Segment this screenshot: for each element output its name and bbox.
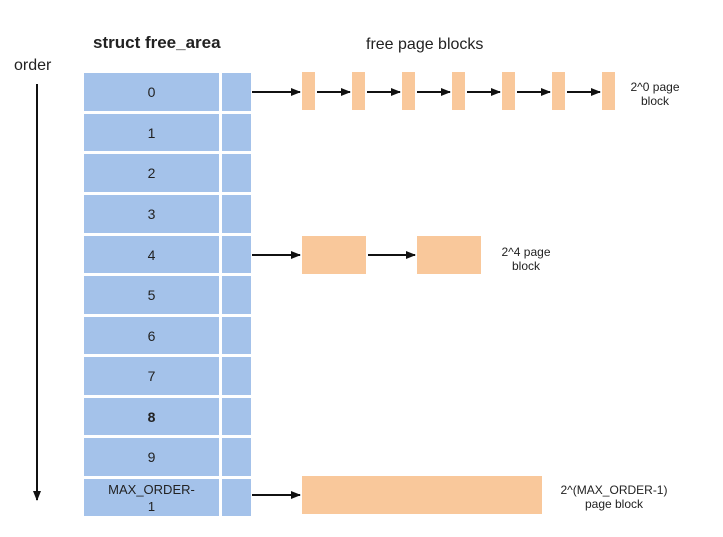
order4-note-line2: block: [511, 259, 540, 273]
list-head-cell-4: [222, 236, 251, 273]
order4-block-note: 2^4 page block: [490, 245, 562, 273]
list-head-cell-max: [222, 479, 251, 516]
order-cell-max-line1: MAX_ORDER-: [108, 481, 195, 497]
list-head-cell-5: [222, 276, 251, 314]
free-area-title: struct free_area: [93, 33, 221, 52]
list-head-cell-3: [222, 195, 251, 233]
order-cell-max-line2: 1: [147, 498, 156, 514]
page-block-order4-2: [417, 236, 481, 274]
list-head-cell-6: [222, 317, 251, 354]
list-head-cell-0: [222, 73, 251, 111]
page-block-order0-7: [602, 72, 615, 110]
order-cell-3: 3: [84, 195, 219, 233]
order-cell-9: 9: [84, 438, 219, 476]
order-cell-max: MAX_ORDER- 1: [84, 479, 219, 516]
max-note-line2: page block: [584, 497, 644, 511]
order-cell-7: 7: [84, 357, 219, 395]
list-head-cell-9: [222, 438, 251, 476]
free-page-blocks-title: free page blocks: [366, 36, 484, 53]
order0-block-note: 2^0 page block: [620, 80, 690, 108]
list-head-cell-8: [222, 398, 251, 435]
order-cell-1: 1: [84, 114, 219, 151]
page-block-order4-1: [302, 236, 366, 274]
page-block-order0-6: [552, 72, 565, 110]
order4-note-line1: 2^4 page: [501, 245, 551, 259]
max-note-line1: 2^(MAX_ORDER-1): [560, 483, 668, 497]
page-block-order0-4: [452, 72, 465, 110]
max-order-block-note: 2^(MAX_ORDER-1) page block: [549, 483, 679, 511]
order-cell-0: 0: [84, 73, 219, 111]
order0-note-line2: block: [640, 94, 669, 108]
list-head-cell-1: [222, 114, 251, 151]
list-head-cell-2: [222, 154, 251, 192]
order-cell-8: 8: [84, 398, 219, 435]
page-block-order0-5: [502, 72, 515, 110]
list-head-cell-7: [222, 357, 251, 395]
order0-note-line1: 2^0 page: [630, 80, 680, 94]
page-block-order0-3: [402, 72, 415, 110]
order-cell-5: 5: [84, 276, 219, 314]
page-block-order0-1: [302, 72, 315, 110]
page-block-max-order: [302, 476, 542, 514]
order-cell-6: 6: [84, 317, 219, 354]
order-axis-label: order: [14, 57, 52, 74]
order-cell-2: 2: [84, 154, 219, 192]
page-block-order0-2: [352, 72, 365, 110]
order-cell-4: 4: [84, 236, 219, 273]
